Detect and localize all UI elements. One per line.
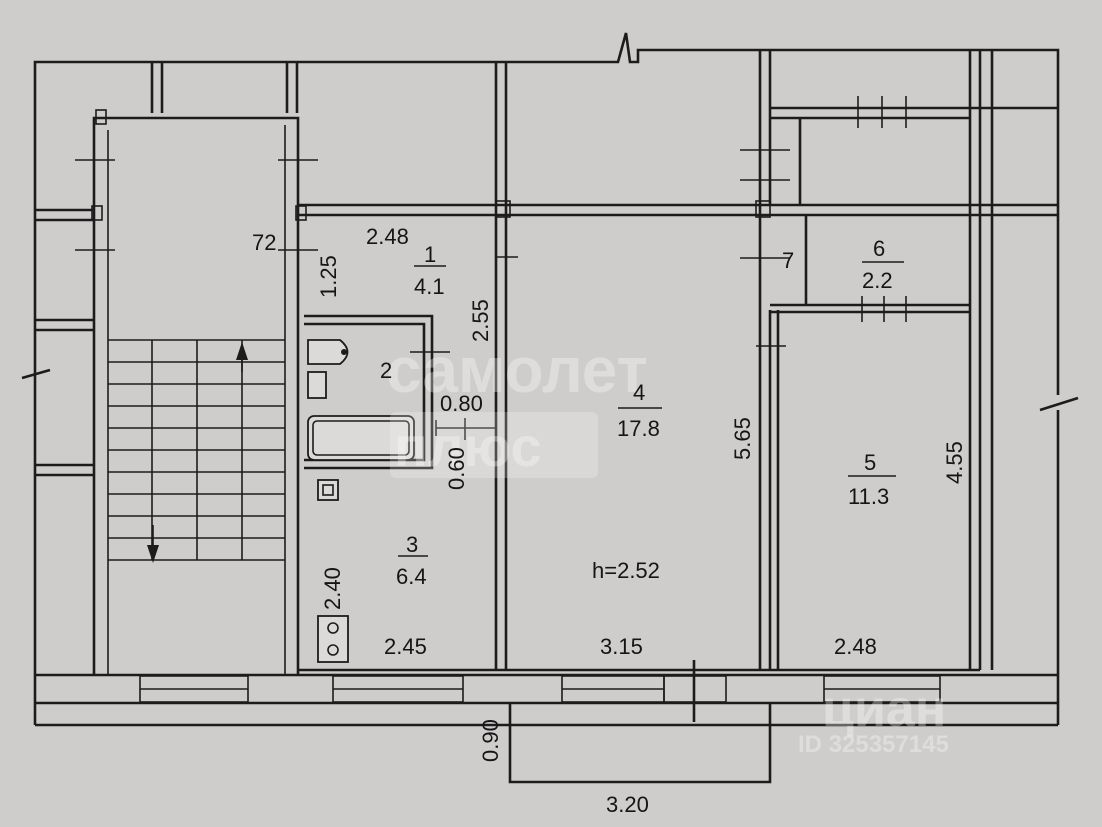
washing-machine-icon (307, 371, 327, 399)
neighbour-walls-left (35, 62, 299, 477)
room-2-number: 2 (380, 358, 392, 383)
room-4-number: 4 (633, 380, 645, 405)
samolet-watermark-line1: самолет (386, 334, 648, 406)
cian-id-text: ID 325357145 (798, 731, 949, 758)
dim-2-48-bottom: 2.48 (834, 634, 877, 659)
room-3-area: 6.4 (396, 564, 427, 589)
sink-drain-icon (341, 349, 347, 355)
room-4-area: 17.8 (617, 416, 660, 441)
dim-1-25: 1.25 (316, 255, 341, 298)
stove-icon (317, 615, 349, 663)
room-labels: 1 4.1 2 3 6.4 4 17.8 5 11.3 6 2.2 7 h=2.… (380, 236, 893, 589)
dimension-labels: 2.48 72 0.80 2.45 3.15 2.48 3.20 1.25 2.… (252, 224, 967, 817)
room-1-area: 4.1 (414, 274, 445, 299)
bathtub-icon (307, 415, 415, 461)
room-3-number: 3 (406, 532, 418, 557)
dim-72: 72 (252, 230, 276, 255)
stair-arrows (147, 342, 248, 563)
interior-walls (298, 50, 1058, 672)
windows (139, 660, 941, 722)
dim-4-55: 4.55 (942, 441, 967, 484)
room-5-area: 11.3 (848, 484, 889, 509)
dim-2-48-top: 2.48 (366, 224, 409, 249)
dim-5-65: 5.65 (730, 417, 755, 460)
dim-3-20: 3.20 (606, 792, 649, 817)
door-ticks (75, 96, 907, 440)
room-7-number: 7 (782, 248, 794, 273)
dim-0-90: 0.90 (478, 719, 503, 762)
room-5-number: 5 (864, 450, 876, 475)
dim-2-45: 2.45 (384, 634, 427, 659)
stair-treads (108, 339, 285, 561)
room-fraction-lines (398, 261, 904, 557)
dim-2-55: 2.55 (468, 299, 493, 342)
cian-logo-text: циан (822, 680, 946, 738)
bathroom-fixtures (307, 339, 415, 501)
dim-3-15: 3.15 (600, 634, 643, 659)
room-6-area: 2.2 (862, 268, 893, 293)
room-6-number: 6 (873, 236, 885, 261)
cian-watermark: циан ID 325357145 (798, 680, 949, 758)
room-1-number: 1 (424, 242, 436, 267)
stairwell (91, 109, 307, 675)
samolet-watermark: самолет плюс (386, 334, 648, 478)
dim-0-80: 0.80 (440, 391, 483, 416)
toilet-icon (317, 479, 339, 501)
ceiling-height: h=2.52 (592, 558, 660, 583)
dim-2-40: 2.40 (320, 567, 345, 610)
outer-walls (21, 32, 1079, 727)
sink-icon (307, 339, 349, 365)
dim-0-60: 0.60 (444, 447, 469, 490)
balcony (508, 703, 772, 784)
samolet-watermark-line2: плюс (394, 415, 542, 478)
